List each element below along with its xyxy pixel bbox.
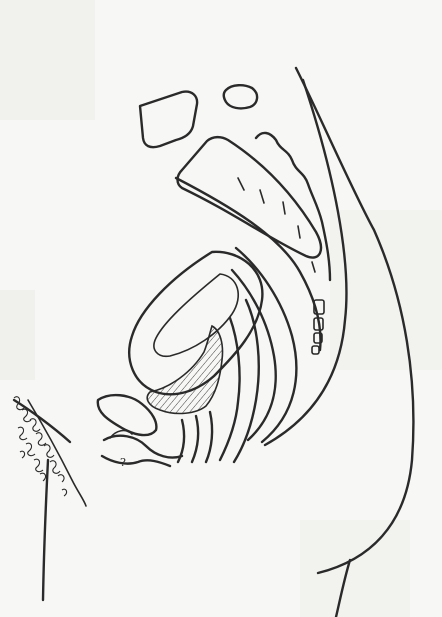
vertebra-block-upper (140, 92, 197, 148)
hair-edge-line (28, 400, 86, 506)
urethra-line-a (192, 416, 198, 462)
pubic-hair-texture (14, 397, 67, 496)
vaginal-canal-front (220, 318, 240, 460)
labial-folds (102, 436, 182, 466)
sacrum-wedge (178, 137, 321, 257)
spinal-canal-band (256, 133, 330, 280)
vertebra-small-upper (224, 85, 257, 108)
urethra-line-b (206, 412, 212, 462)
vaginal-canal-back (234, 300, 259, 462)
bladder-hatched (147, 326, 222, 413)
coccyx-segments (312, 300, 324, 354)
rectum-outer-wall (236, 248, 296, 442)
figure-label-mark: ? (120, 456, 126, 469)
